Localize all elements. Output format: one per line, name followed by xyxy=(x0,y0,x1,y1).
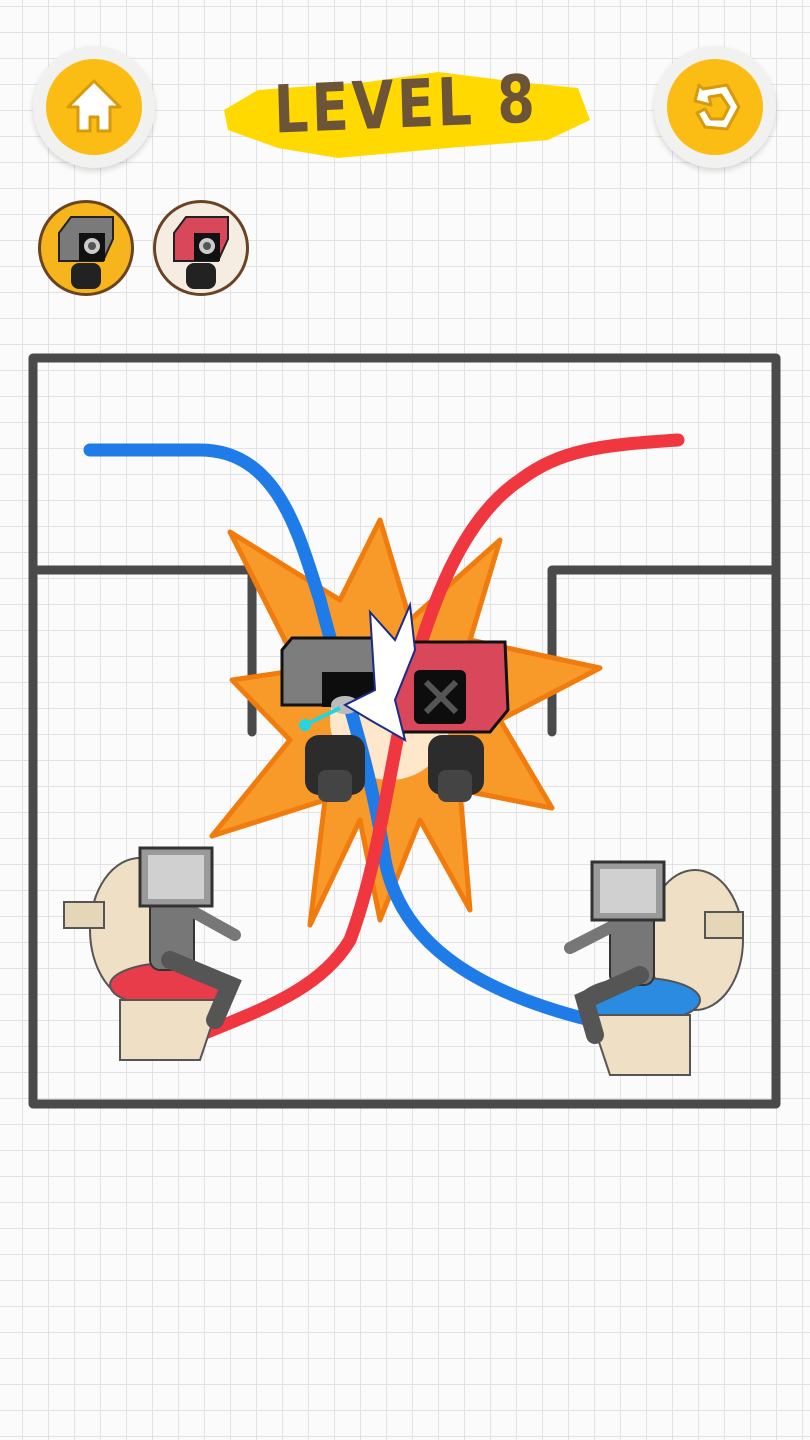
yellow-brush-stroke xyxy=(224,72,590,158)
level-banner: LEVEL 8 xyxy=(218,60,594,160)
restart-button-face xyxy=(667,59,763,155)
impact-spark xyxy=(342,601,417,743)
laser-beam xyxy=(304,706,341,727)
gray-cameraman[interactable] xyxy=(280,636,390,802)
red-cameraman-portrait xyxy=(153,200,249,296)
right-wall xyxy=(547,565,781,737)
left-tvman-on-toilet xyxy=(63,846,242,1061)
restart-button[interactable] xyxy=(654,46,776,168)
outer-wall xyxy=(28,353,781,1109)
red-cameraman[interactable] xyxy=(383,640,510,802)
red-camera-head-icon xyxy=(173,216,229,289)
left-wall xyxy=(28,565,257,737)
right-tvman-on-toilet xyxy=(564,860,744,1076)
blue-path[interactable] xyxy=(83,443,597,1027)
gray-cameraman-portrait xyxy=(38,200,134,296)
restart-icon xyxy=(693,83,741,131)
gray-camera-head-icon xyxy=(58,216,114,289)
home-button-face xyxy=(46,59,142,155)
home-button[interactable] xyxy=(33,46,155,168)
home-icon xyxy=(66,79,122,133)
